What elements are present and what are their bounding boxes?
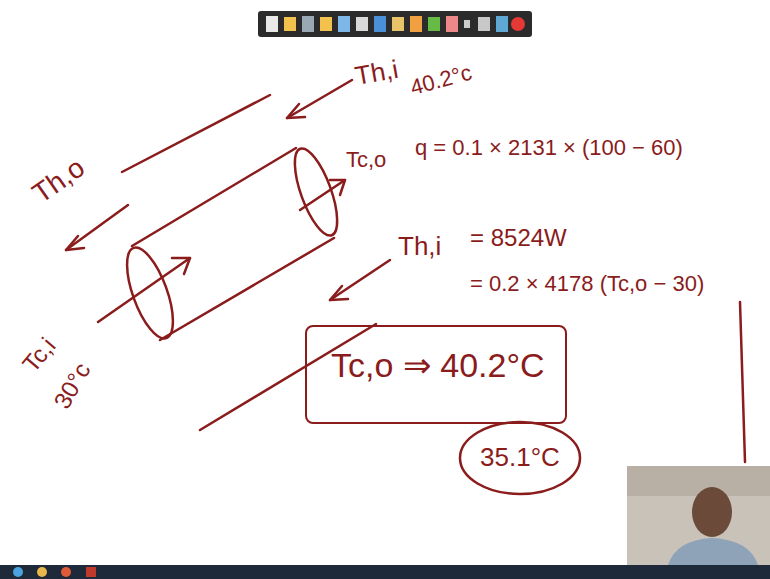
- node-text: 35.1°C: [480, 442, 560, 473]
- circle-outline-shape: [460, 422, 580, 494]
- stream-label: Tc,o: [346, 147, 386, 172]
- result-box: Tc,o ⇒ 40.2°C: [305, 325, 567, 424]
- stream-label: Th,i: [398, 232, 441, 262]
- stream-label: Th,o: [27, 151, 91, 210]
- heat-exchanger-sketch: [66, 80, 745, 462]
- result-circle: 35.1°C: [458, 420, 582, 496]
- taskbar: [0, 565, 770, 579]
- temperature-value: 40.2°c: [407, 59, 474, 100]
- equation: = 0.2 × 4178 (Tc,o − 30): [470, 271, 704, 296]
- toolbar: [258, 11, 532, 37]
- equation: q = 0.1 × 2131 × (100 − 60): [415, 135, 683, 160]
- stream-label: Th,i: [353, 55, 401, 92]
- equation: = 8524W: [470, 224, 567, 252]
- temperature-value: 30°c: [48, 358, 96, 414]
- stream-label: Tc,i: [17, 333, 61, 378]
- webcam-inset: [627, 466, 770, 565]
- node-text: Tc,o ⇒ 40.2°C: [331, 345, 541, 386]
